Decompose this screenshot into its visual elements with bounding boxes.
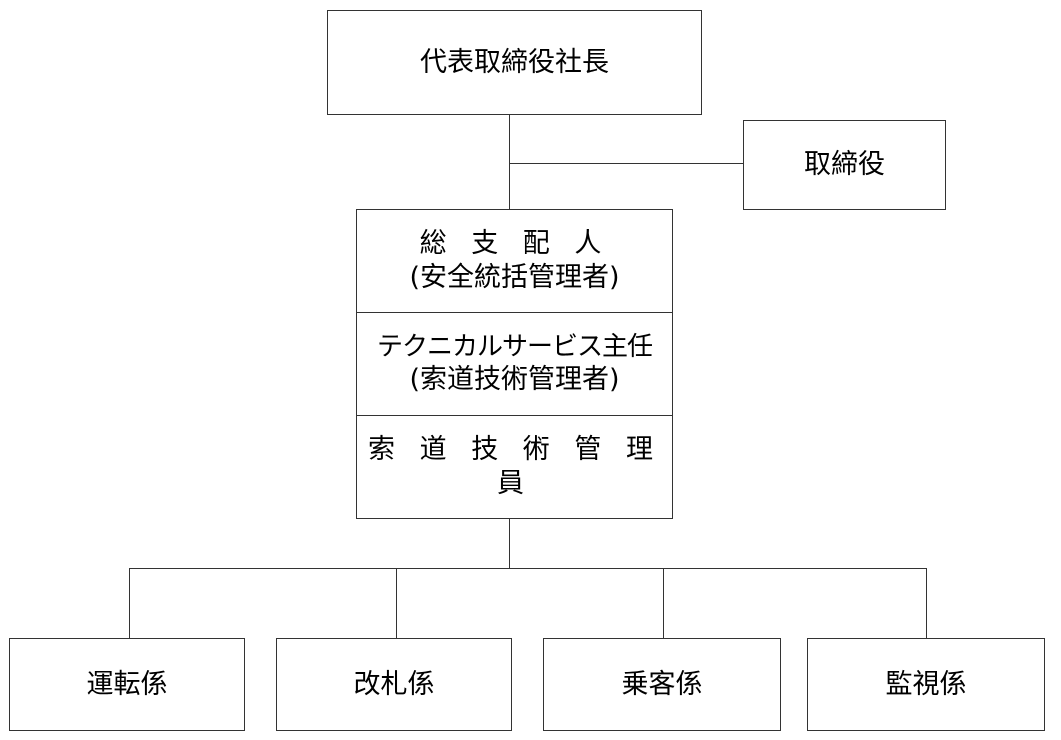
section-box: 乗客係 <box>543 638 781 731</box>
technical-staff-title: 索 道 技 術 管 理 員 <box>368 434 661 499</box>
section-label-1: 運転係 <box>86 668 168 700</box>
connector-sections-bus <box>129 568 926 569</box>
management-stack: 総 支 配 人 (安全統括管理者) テクニカルサービス主任 (索道技術管理者) … <box>356 209 673 519</box>
technical-chief-cell: テクニカルサービス主任 (索道技術管理者) <box>357 313 672 416</box>
section-box: 運転係 <box>9 638 245 731</box>
connector-to-section-4 <box>926 568 927 639</box>
connector-to-director <box>509 163 744 164</box>
section-box: 改札係 <box>276 638 512 731</box>
section-label-2: 改札係 <box>353 668 435 700</box>
section-label-3: 乗客係 <box>621 668 703 700</box>
section-box: 監視係 <box>807 638 1045 731</box>
connector-to-section-1 <box>129 568 130 639</box>
section-label-4: 監視係 <box>885 668 967 700</box>
technical-chief-role: (索道技術管理者) <box>409 364 620 396</box>
technical-chief-title: テクニカルサービス主任 <box>376 331 653 362</box>
connector-president-to-stack <box>509 114 510 210</box>
general-manager-cell: 総 支 配 人 (安全統括管理者) <box>357 210 672 313</box>
connector-to-section-2 <box>396 568 397 639</box>
technical-staff-cell: 索 道 技 術 管 理 員 <box>357 416 672 518</box>
general-manager-title: 総 支 配 人 <box>419 228 610 260</box>
connector-stack-to-sections <box>509 518 510 569</box>
general-manager-role: (安全統括管理者) <box>409 262 620 293</box>
director-box: 取締役 <box>743 120 946 210</box>
connector-to-section-3 <box>663 568 664 639</box>
director-label: 取締役 <box>804 149 885 181</box>
president-label: 代表取締役社長 <box>420 46 609 78</box>
president-box: 代表取締役社長 <box>327 10 702 115</box>
